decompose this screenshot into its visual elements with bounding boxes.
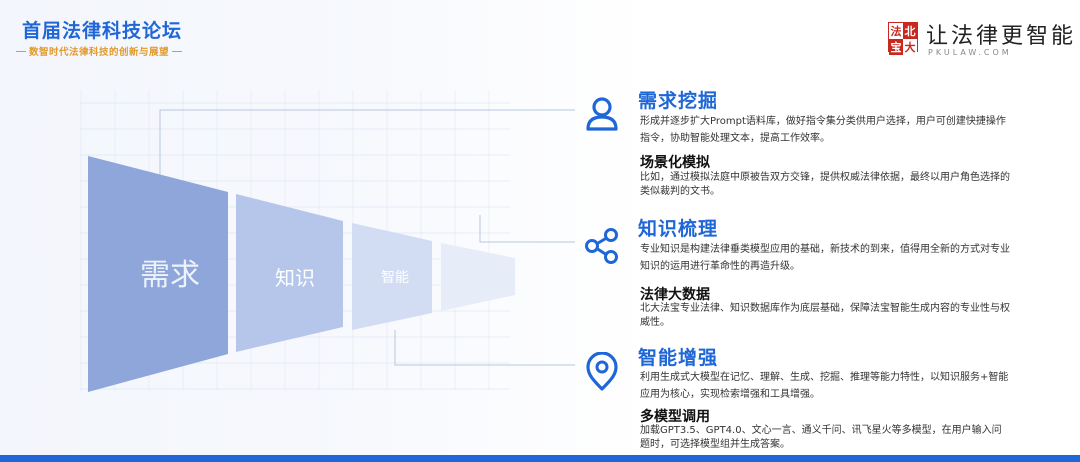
person-icon — [582, 94, 622, 134]
seal-char: 北 — [903, 23, 917, 39]
funnel-segment-2 — [236, 194, 343, 352]
connector-line-top — [159, 109, 575, 175]
funnel-segment-4 — [441, 243, 515, 311]
conference-title: 首届法律科技论坛 — [22, 20, 183, 42]
section-desc-demand-mining: 形成并逐步扩大Prompt语料库，做好指令集分类供用户选择，用户可创建快捷操作指… — [640, 116, 1006, 144]
sub-title-multi-model: 多模型调用 — [640, 409, 710, 425]
sub-title-scenario-simulation: 场景化模拟 — [640, 155, 710, 171]
funnel-label-knowledge: 知识 — [275, 266, 315, 290]
sub-title-legal-big-data: 法律大数据 — [640, 287, 710, 303]
section-title-intelligence-enhancement: 智能增强 — [638, 347, 719, 369]
subtitle-line-left — [16, 50, 26, 52]
section-desc-knowledge-sorting: 专业知识是构建法律垂类模型应用的基础，新技术的到来，值得用全新的方式对专业知识的… — [640, 244, 1010, 272]
seal-char: 大 — [903, 39, 917, 55]
funnel-segment-1 — [88, 156, 228, 392]
share-icon — [582, 226, 622, 266]
pkulaw-seal-logo: 法 北 宝 大 — [888, 22, 918, 55]
section-desc-intelligence-enhancement: 利用生成式大模型在记忆、理解、生成、挖掘、推理等能力特性，以知识服务+智能应用为… — [640, 372, 1009, 400]
funnel-label-demand: 需求 — [140, 258, 200, 293]
section-title-knowledge-sorting: 知识梳理 — [638, 218, 719, 240]
connector-line-bottom — [394, 330, 575, 366]
connector-line-middle — [479, 215, 575, 243]
funnel-label-intelligence: 智能 — [381, 270, 409, 286]
seal-char: 宝 — [889, 39, 903, 55]
logo-url: PKULAW.COM — [928, 48, 1012, 57]
seal-char: 法 — [889, 23, 903, 39]
bottom-accent-bar — [0, 455, 1080, 462]
subtitle-line-right — [172, 50, 183, 52]
conference-subtitle-row: 数智时代法律科技的创新与展望 — [16, 44, 183, 58]
section-title-demand-mining: 需求挖掘 — [638, 90, 719, 112]
conference-subtitle: 数智时代法律科技的创新与展望 — [29, 47, 170, 58]
sub-desc-multi-model: 加载GPT3.5、GPT4.0、文心一言、通义千问、讯飞星火等多模型，在用户输入… — [640, 425, 1002, 450]
logo-slogan: 让法律更智能 — [926, 24, 1077, 49]
sub-desc-scenario-simulation: 比如，通过模拟法庭中原被告双方交锋，提供权威法律依据，最终以用户角色选择的类似裁… — [640, 172, 1010, 197]
sub-desc-legal-big-data: 北大法宝专业法律、知识数据库作为底层基础，保障法宝智能生成内容的专业性与权威性。 — [640, 303, 1010, 328]
funnel-segment-3 — [352, 223, 432, 330]
location-pin-icon — [582, 351, 622, 392]
